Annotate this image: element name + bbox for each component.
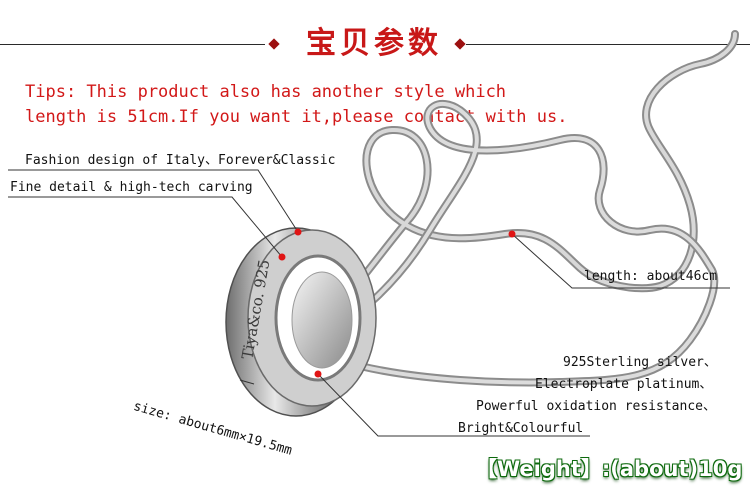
callout-dot-icon xyxy=(278,253,286,261)
header-title: 宝贝参数 xyxy=(306,26,442,61)
snake-chain-image xyxy=(261,30,739,387)
tips-line-2: length is 51cm.If you want it,please con… xyxy=(25,107,568,127)
callout-dot-icon xyxy=(294,228,302,236)
material-label-4: Bright&Colourful xyxy=(458,421,584,436)
tips-line-1: Tips: This product also has another styl… xyxy=(25,82,507,102)
tips-text: Tips: This product also has another styl… xyxy=(25,80,625,130)
header-divider-right xyxy=(466,44,750,45)
callout-dot-icon xyxy=(314,370,322,378)
material-label-3: Powerful oxidation resistance、 xyxy=(476,399,716,414)
callout-lines xyxy=(8,169,730,437)
callout-dot-icon xyxy=(508,230,516,238)
material-label-2: Electroplate platinum、 xyxy=(535,377,713,392)
detail-label: Fine detail & high-tech carving xyxy=(10,180,253,195)
ring-pendant-image: Tiya&co. 925 xyxy=(225,227,377,417)
fashion-label: Fashion design of Italy、Forever&Classic xyxy=(25,153,336,168)
callout-dots xyxy=(278,228,516,378)
header-divider-left xyxy=(0,44,265,45)
weight-label: 【Weight】:(about)10g xyxy=(476,457,743,481)
material-label-1: 925Sterling silver、 xyxy=(563,355,717,370)
length-label: length: about46cm xyxy=(584,269,718,284)
